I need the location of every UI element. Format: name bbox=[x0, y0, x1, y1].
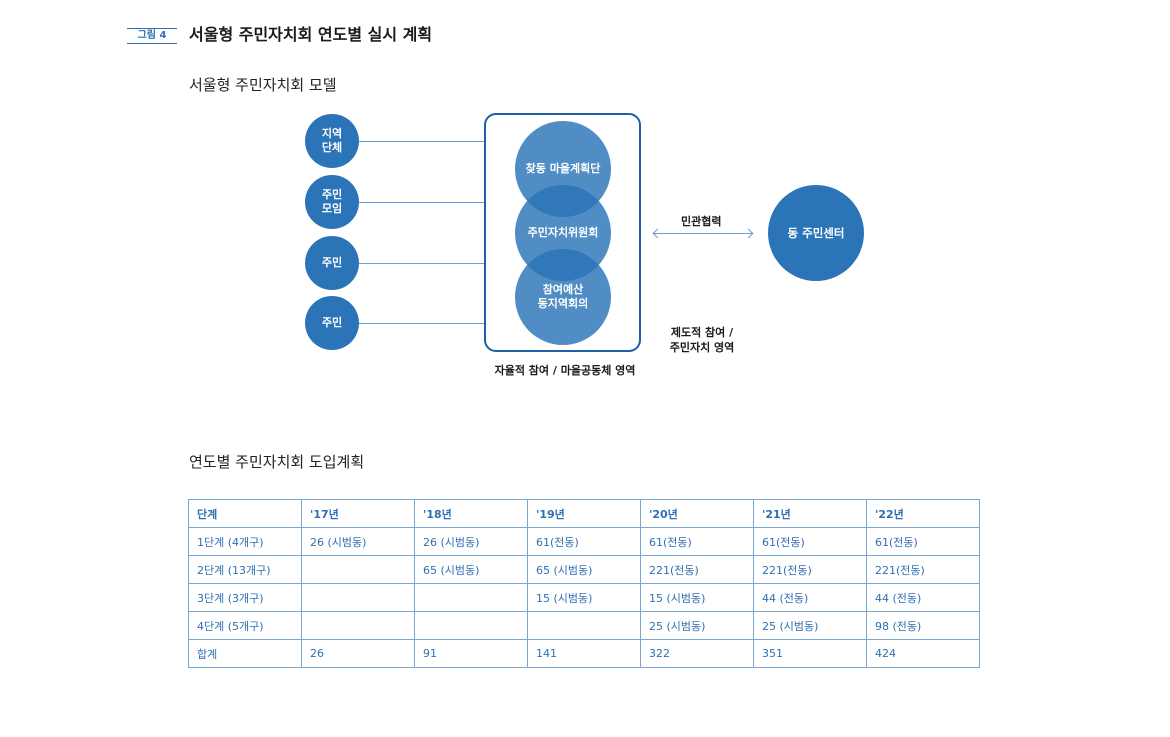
table-cell: 424 bbox=[866, 639, 980, 668]
table-cell: 61(전동) bbox=[753, 527, 867, 556]
connector-line bbox=[359, 263, 484, 264]
figure-badge: 그림 4 bbox=[127, 28, 177, 44]
table-cell: 3단계 (3개구) bbox=[188, 583, 302, 612]
table-cell: 141 bbox=[527, 639, 641, 668]
table-cell bbox=[414, 583, 528, 612]
table-cell: 61(전동) bbox=[866, 527, 980, 556]
plan-section-title: 연도별 주민자치회 도입계획 bbox=[189, 453, 365, 471]
table-row: 3단계 (3개구) 15 (시범동) 15 (시범동) 44 (전동) 44 (… bbox=[188, 583, 980, 612]
header-cell: '18년 bbox=[414, 499, 528, 528]
table-cell: 2단계 (13개구) bbox=[188, 555, 302, 584]
table-cell bbox=[301, 583, 415, 612]
table-cell: 44 (전동) bbox=[866, 583, 980, 612]
table-row: 합계 26 91 141 322 351 424 bbox=[188, 639, 980, 668]
connector-line bbox=[359, 141, 484, 142]
connector-line bbox=[359, 323, 484, 324]
node-local-group: 지역 단체 bbox=[305, 114, 359, 168]
table-cell: 15 (시범동) bbox=[527, 583, 641, 612]
table-cell: 25 (시범동) bbox=[640, 611, 754, 640]
table-cell: 15 (시범동) bbox=[640, 583, 754, 612]
table-row: 2단계 (13개구) 65 (시범동) 65 (시범동) 221(전동) 221… bbox=[188, 555, 980, 584]
node-resident-meeting: 주민 모임 bbox=[305, 175, 359, 229]
node-resident: 주민 bbox=[305, 296, 359, 350]
header-cell: '20년 bbox=[640, 499, 754, 528]
table-cell: 26 (시범동) bbox=[301, 527, 415, 556]
node-resident: 주민 bbox=[305, 236, 359, 290]
table-cell: 91 bbox=[414, 639, 528, 668]
table-cell: 4단계 (5개구) bbox=[188, 611, 302, 640]
table-cell: 65 (시범동) bbox=[527, 555, 641, 584]
table-cell: 1단계 (4개구) bbox=[188, 527, 302, 556]
table-cell: 26 (시범동) bbox=[414, 527, 528, 556]
table-cell: 98 (전동) bbox=[866, 611, 980, 640]
circle-participatory-budget: 참여예산 동지역회의 bbox=[515, 249, 611, 345]
table-row: 4단계 (5개구) 25 (시범동) 25 (시범동) 98 (전동) bbox=[188, 611, 980, 640]
table-cell bbox=[414, 611, 528, 640]
table-cell bbox=[527, 611, 641, 640]
figure-title: 서울형 주민자치회 연도별 실시 계획 bbox=[189, 25, 433, 44]
table-cell: 61(전동) bbox=[640, 527, 754, 556]
table-cell bbox=[301, 555, 415, 584]
connector-line bbox=[359, 202, 484, 203]
table-cell: 221(전동) bbox=[640, 555, 754, 584]
table-cell: 44 (전동) bbox=[753, 583, 867, 612]
model-section-title: 서울형 주민자치회 모델 bbox=[189, 76, 337, 94]
table-cell: 65 (시범동) bbox=[414, 555, 528, 584]
table-cell: 351 bbox=[753, 639, 867, 668]
table-row: 1단계 (4개구) 26 (시범동) 26 (시범동) 61(전동) 61(전동… bbox=[188, 527, 980, 556]
header-cell: '21년 bbox=[753, 499, 867, 528]
arrow-label: 민관협력 bbox=[681, 215, 722, 228]
bidirectional-arrow bbox=[654, 233, 752, 234]
caption-institutional: 제도적 참여 / 주민자치 영역 bbox=[669, 326, 735, 354]
table-cell: 합계 bbox=[188, 639, 302, 668]
header-cell: '17년 bbox=[301, 499, 415, 528]
node-dong-center: 동 주민센터 bbox=[768, 185, 864, 281]
table-cell: 61(전동) bbox=[527, 527, 641, 556]
header-cell: 단계 bbox=[188, 499, 302, 528]
header-cell: '22년 bbox=[866, 499, 980, 528]
table-cell bbox=[301, 611, 415, 640]
table-cell: 25 (시범동) bbox=[753, 611, 867, 640]
table-cell: 26 bbox=[301, 639, 415, 668]
table-cell: 221(전동) bbox=[866, 555, 980, 584]
table-header-row: 단계 '17년 '18년 '19년 '20년 '21년 '22년 bbox=[188, 499, 980, 528]
plan-table: 단계 '17년 '18년 '19년 '20년 '21년 '22년 1단계 (4개… bbox=[188, 499, 980, 668]
table-cell: 221(전동) bbox=[753, 555, 867, 584]
header-cell: '19년 bbox=[527, 499, 641, 528]
caption-autonomous: 자율적 참여 / 마을공동체 영역 bbox=[494, 364, 636, 377]
table-cell: 322 bbox=[640, 639, 754, 668]
